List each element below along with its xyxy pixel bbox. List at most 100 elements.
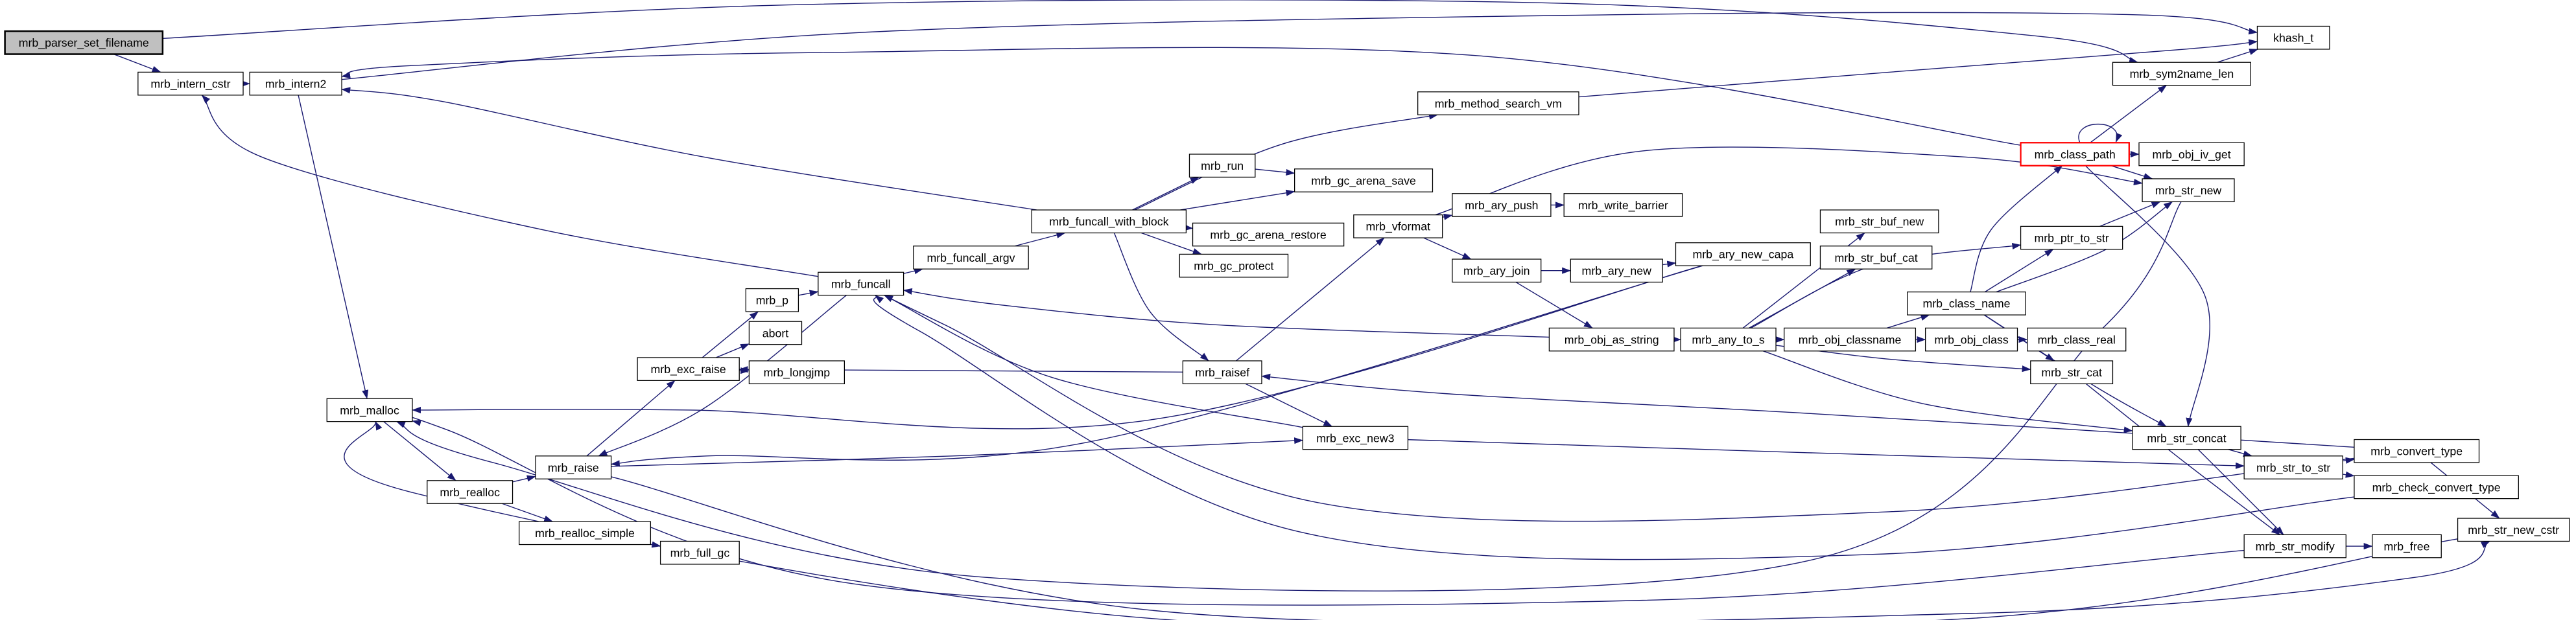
node-mrb_str_to_str[interactable]: mrb_str_to_str — [2243, 455, 2343, 479]
node-mrb_ary_new[interactable]: mrb_ary_new — [1570, 258, 1663, 283]
node-mrb_parser_set_filename[interactable]: mrb_parser_set_filename — [4, 30, 164, 55]
node-box — [535, 455, 612, 479]
node-mrb_malloc[interactable]: mrb_malloc — [326, 398, 413, 422]
node-box — [1452, 193, 1552, 217]
edge-mrb_vformat-to-mrb_ary_push — [1442, 213, 1453, 220]
node-mrb_class_path[interactable]: mrb_class_path — [2020, 142, 2130, 166]
edge-mrb_funcall_with_block-to-mrb_intern2 — [341, 87, 1037, 211]
node-mrb_str_modify[interactable]: mrb_str_modify — [2243, 534, 2346, 558]
node-mrb_p[interactable]: mrb_p — [745, 288, 799, 312]
node-label: mrb_obj_classname — [1799, 333, 1902, 347]
edge-mrb_class_name-to-mrb_ptr_to_str — [1984, 249, 2054, 293]
node-label: mrb_ary_new — [1582, 264, 1652, 278]
node-label: mrb_funcall — [831, 277, 891, 291]
node-mrb_raise[interactable]: mrb_raise — [535, 455, 612, 479]
node-label: mrb_obj_iv_get — [2152, 148, 2230, 161]
node-mrb_class_real[interactable]: mrb_class_real — [2027, 327, 2127, 352]
edge-mrb_str_modify-to-mrb_malloc — [403, 415, 2245, 606]
node-mrb_ary_push[interactable]: mrb_ary_push — [1452, 193, 1552, 217]
node-mrb_raisef[interactable]: mrb_raisef — [1182, 360, 1262, 385]
node-mrb_method_search_vm[interactable]: mrb_method_search_vm — [1417, 91, 1579, 115]
node-label: mrb_ary_push — [1465, 199, 1538, 212]
node-mrb_realloc[interactable]: mrb_realloc — [427, 480, 514, 504]
node-mrb_obj_as_string[interactable]: mrb_obj_as_string — [1548, 327, 1675, 352]
node-label: mrb_str_buf_cat — [1835, 251, 1918, 265]
node-mrb_funcall[interactable]: mrb_funcall — [818, 271, 904, 296]
edge-mrb_raise-to-mrb_str_new_cstr — [611, 476, 2490, 620]
edge-mrb_class_path-to-mrb_str_new — [2110, 165, 2153, 179]
node-label: mrb_vformat — [1366, 220, 1431, 234]
node-mrb_str_concat[interactable]: mrb_str_concat — [2132, 426, 2241, 450]
node-mrb_obj_classname[interactable]: mrb_obj_classname — [1784, 327, 1917, 352]
node-box — [326, 398, 413, 422]
node-box — [2256, 25, 2330, 50]
node-mrb_class_name[interactable]: mrb_class_name — [1907, 292, 2026, 316]
node-mrb_run[interactable]: mrb_run — [1188, 154, 1256, 178]
node-mrb_str_buf_new[interactable]: mrb_str_buf_new — [1819, 209, 1939, 234]
node-label: mrb_ptr_to_str — [2034, 231, 2109, 245]
node-box — [2020, 142, 2130, 166]
edge-mrb_funcall-to-mrb_funcall_argv — [903, 268, 923, 275]
node-box — [137, 71, 244, 96]
node-box — [1563, 193, 1683, 217]
node-mrb_free[interactable]: mrb_free — [2372, 534, 2442, 558]
node-label: mrb_obj_class — [1934, 333, 2008, 347]
node-abort[interactable]: abort — [748, 321, 803, 345]
node-mrb_full_gc[interactable]: mrb_full_gc — [659, 540, 740, 565]
node-mrb_intern2[interactable]: mrb_intern2 — [249, 71, 342, 96]
node-mrb_sym2name_len[interactable]: mrb_sym2name_len — [2112, 62, 2251, 86]
node-label: mrb_intern_cstr — [150, 77, 230, 91]
node-box — [519, 521, 652, 545]
node-mrb_convert_type[interactable]: mrb_convert_type — [2354, 439, 2480, 463]
node-mrb_longjmp[interactable]: mrb_longjmp — [748, 360, 845, 385]
node-mrb_exc_raise[interactable]: mrb_exc_raise — [637, 357, 740, 381]
edge-mrb_class_path-to-mrb_intern2 — [341, 47, 2021, 146]
node-mrb_realloc_simple[interactable]: mrb_realloc_simple — [519, 521, 652, 545]
node-label: mrb_str_to_str — [2256, 461, 2330, 475]
node-mrb_gc_arena_save[interactable]: mrb_gc_arena_save — [1294, 168, 1434, 192]
node-mrb_ary_new_capa[interactable]: mrb_ary_new_capa — [1675, 242, 1811, 266]
node-mrb_any_to_s[interactable]: mrb_any_to_s — [1680, 327, 1777, 352]
node-box — [913, 246, 1029, 270]
edge-mrb_exc_new3-to-mrb_funcall — [884, 295, 1303, 428]
node-box — [2138, 142, 2245, 166]
node-label: mrb_raisef — [1195, 366, 1249, 380]
node-mrb_exc_new3[interactable]: mrb_exc_new3 — [1302, 426, 1409, 450]
node-mrb_str_new_cstr[interactable]: mrb_str_new_cstr — [2457, 518, 2570, 542]
node-label: mrb_raise — [548, 461, 599, 475]
node-mrb_gc_protect[interactable]: mrb_gc_protect — [1179, 253, 1289, 278]
node-box — [748, 360, 845, 385]
node-mrb_obj_class[interactable]: mrb_obj_class — [1924, 327, 2018, 352]
node-mrb_intern_cstr[interactable]: mrb_intern_cstr — [137, 71, 244, 96]
node-mrb_ptr_to_str[interactable]: mrb_ptr_to_str — [2020, 225, 2123, 250]
node-mrb_ary_join[interactable]: mrb_ary_join — [1452, 258, 1542, 283]
edge-mrb_funcall-to-mrb_intern_cstr — [201, 95, 818, 277]
node-box — [2354, 439, 2480, 463]
node-label: mrb_write_barrier — [1578, 199, 1668, 212]
node-mrb_write_barrier[interactable]: mrb_write_barrier — [1563, 193, 1683, 217]
node-box — [818, 271, 904, 296]
node-box — [1031, 209, 1187, 234]
node-mrb_obj_iv_get[interactable]: mrb_obj_iv_get — [2138, 142, 2245, 166]
edges-layer — [113, 0, 2500, 620]
node-box — [2030, 360, 2114, 385]
edge-mrb_raisef-to-mrb_vformat — [1236, 237, 1385, 362]
node-box — [2027, 327, 2127, 352]
node-mrb_funcall_argv[interactable]: mrb_funcall_argv — [913, 246, 1029, 270]
node-mrb_str_new[interactable]: mrb_str_new — [2142, 178, 2235, 203]
node-label: mrb_str_new — [2155, 184, 2222, 198]
node-label: mrb_intern2 — [265, 77, 327, 91]
node-box — [427, 480, 514, 504]
node-khash_t[interactable]: khash_t — [2256, 25, 2330, 50]
node-mrb_gc_arena_restore[interactable]: mrb_gc_arena_restore — [1192, 222, 1345, 247]
node-mrb_check_convert_type[interactable]: mrb_check_convert_type — [2354, 475, 2519, 499]
edge-mrb_exc_new3-to-mrb_str_to_str — [1408, 439, 2245, 469]
node-mrb_funcall_with_block[interactable]: mrb_funcall_with_block — [1031, 209, 1187, 234]
node-mrb_str_cat[interactable]: mrb_str_cat — [2030, 360, 2114, 385]
node-mrb_vformat[interactable]: mrb_vformat — [1353, 214, 1443, 238]
node-label: mrb_ary_join — [1463, 264, 1530, 278]
edge-mrb_run-to-mrb_gc_arena_save — [1255, 168, 1295, 176]
node-mrb_str_buf_cat[interactable]: mrb_str_buf_cat — [1819, 246, 1933, 270]
